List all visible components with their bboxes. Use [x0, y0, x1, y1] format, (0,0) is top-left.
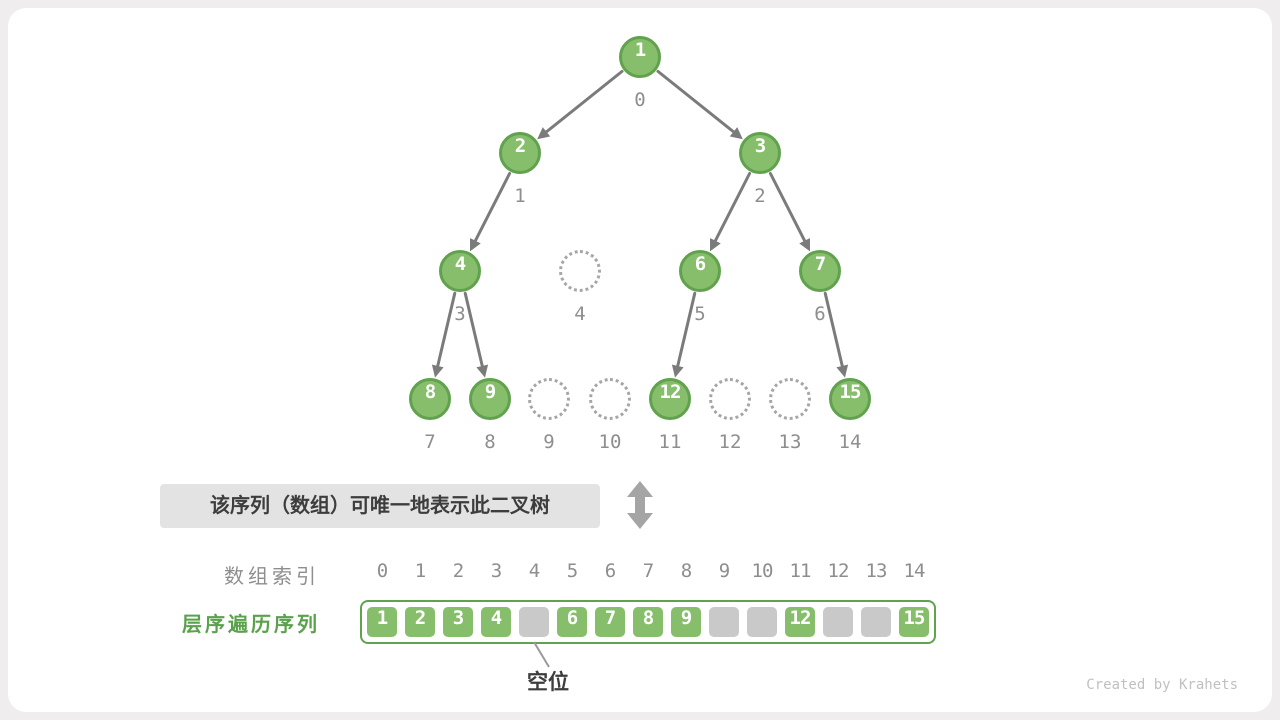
array-index-6: 6 [604, 560, 616, 582]
watermark: Created by Krahets [1086, 677, 1238, 693]
node-index-label: 10 [598, 431, 622, 453]
sequence-label: 层序遍历序列 [182, 614, 320, 636]
node-index-label: 6 [814, 303, 826, 325]
array-index-14: 14 [903, 560, 926, 582]
tree-node-4: 4 [439, 250, 481, 292]
tree-empty-node [589, 378, 631, 420]
array-cell-0: 1 [367, 607, 397, 637]
node-index-label: 13 [778, 431, 802, 453]
array-cell-empty-4 [519, 607, 549, 637]
array-index-8: 8 [680, 560, 692, 582]
array-cell-empty-9 [709, 607, 739, 637]
node-index-label: 7 [424, 431, 436, 453]
array-cell-8: 9 [671, 607, 701, 637]
array-cell-6: 7 [595, 607, 625, 637]
tree-empty-node [528, 378, 570, 420]
node-index-label: 14 [838, 431, 862, 453]
figure-card [8, 8, 1272, 712]
array-cell-14: 15 [899, 607, 929, 637]
array-cell-2: 3 [443, 607, 473, 637]
tree-empty-node [559, 250, 601, 292]
array-index-11: 11 [789, 560, 812, 582]
array-index-4: 4 [528, 560, 540, 582]
array-cell-11: 12 [785, 607, 815, 637]
node-index-label: 1 [514, 185, 526, 207]
node-index-label: 8 [484, 431, 496, 453]
tree-node-1: 1 [619, 36, 661, 78]
node-index-label: 4 [574, 303, 586, 325]
caption-box: 该序列（数组）可唯一地表示此二叉树 [160, 484, 600, 528]
tree-node-7: 7 [799, 250, 841, 292]
up-down-arrow-icon [627, 481, 653, 529]
tree-node-2: 2 [499, 132, 541, 174]
array-index-10: 10 [751, 560, 774, 582]
array-cell-7: 8 [633, 607, 663, 637]
tree-node-3: 3 [739, 132, 781, 174]
array-index-5: 5 [566, 560, 578, 582]
array-index-1: 1 [414, 560, 426, 582]
array-cell-empty-12 [823, 607, 853, 637]
array-index-13: 13 [865, 560, 888, 582]
empty-slot-label: 空位 [527, 671, 569, 694]
array-index-label: 数组索引 [224, 566, 320, 588]
tree-node-9: 9 [469, 378, 511, 420]
array-cell-5: 6 [557, 607, 587, 637]
tree-node-15: 15 [829, 378, 871, 420]
array-cell-3: 4 [481, 607, 511, 637]
node-index-label: 9 [543, 431, 555, 453]
array-index-3: 3 [490, 560, 502, 582]
node-index-label: 2 [754, 185, 766, 207]
tree-empty-node [769, 378, 811, 420]
array-index-0: 0 [376, 560, 388, 582]
empty-slot-pointer-line [533, 641, 550, 668]
tree-empty-node [709, 378, 751, 420]
tree-node-6: 6 [679, 250, 721, 292]
node-index-label: 5 [694, 303, 706, 325]
node-index-label: 0 [634, 89, 646, 111]
node-index-label: 3 [454, 303, 466, 325]
array-index-2: 2 [452, 560, 464, 582]
tree-node-12: 12 [649, 378, 691, 420]
node-index-label: 12 [718, 431, 742, 453]
node-index-label: 11 [658, 431, 682, 453]
array-index-7: 7 [642, 560, 654, 582]
array-index-12: 12 [827, 560, 850, 582]
array-cell-empty-10 [747, 607, 777, 637]
array-cell-empty-13 [861, 607, 891, 637]
tree-node-8: 8 [409, 378, 451, 420]
array-index-9: 9 [718, 560, 730, 582]
array-cell-1: 2 [405, 607, 435, 637]
caption-text: 该序列（数组）可唯一地表示此二叉树 [210, 495, 550, 517]
